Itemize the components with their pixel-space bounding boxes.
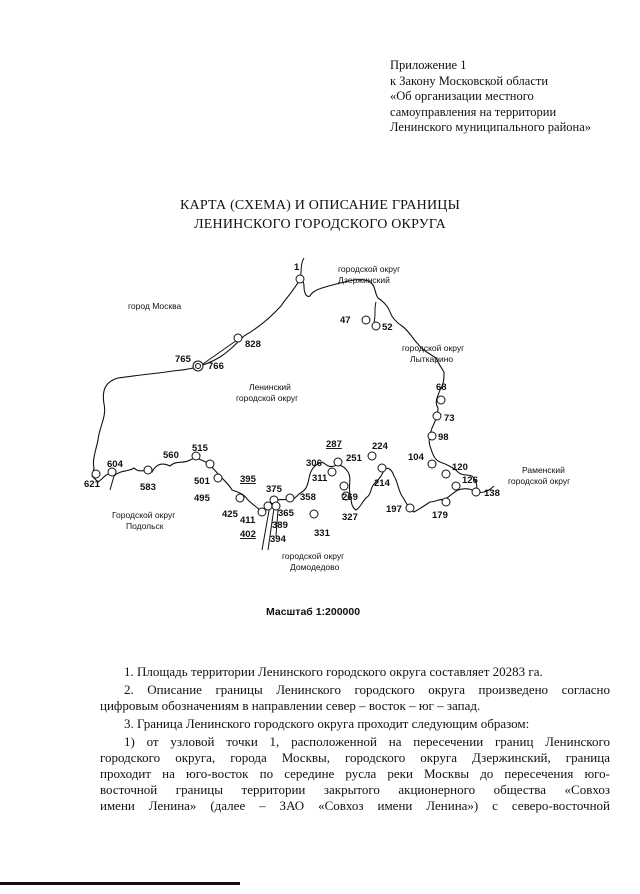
point-label: 411: [240, 515, 256, 526]
point-label: 604: [107, 459, 124, 470]
appendix-line: Ленинского муниципального района»: [390, 120, 591, 134]
point-label: 311: [312, 473, 328, 484]
point-label: 306: [306, 458, 322, 469]
boundary-branch: [373, 301, 377, 323]
point-label: 327: [342, 512, 358, 523]
appendix-line: к Закону Московской области: [390, 73, 549, 88]
point-label: 251: [346, 453, 363, 464]
paragraph-boundary-intro: 3. Граница Ленинского городского округа …: [124, 716, 530, 731]
point-label: 138: [484, 488, 500, 499]
point-label: 224: [372, 441, 389, 452]
appendix-line: «Об организации местного: [390, 89, 534, 103]
region-label-podolsk: Городской округ: [112, 510, 175, 520]
text-line: цифровым обозначениям в направлении севе…: [100, 698, 481, 713]
region-label-lytkarino: Лыткарино: [410, 354, 453, 364]
point-label: 126: [462, 475, 478, 486]
point-label: 52: [382, 322, 393, 333]
region-label-dzerzhinsky: Дзержинский: [338, 275, 390, 285]
boundary-branch: [109, 475, 115, 491]
point-label: 495: [194, 493, 211, 504]
paragraph-description: 2. Описание границы Ленинского городског…: [100, 682, 610, 714]
boundary-map: город Москва городской округ Дзержинский…: [84, 257, 570, 572]
point-label: 765: [175, 354, 192, 365]
point-label: 375: [266, 484, 283, 495]
point-label: 120: [452, 462, 468, 473]
text-line: 2. Описание границы Ленинского городског…: [124, 682, 610, 697]
text-line: восточной границы территории закрытого а…: [100, 782, 610, 797]
point-label: 389: [272, 520, 288, 531]
point-label: 47: [340, 315, 351, 326]
region-label-leninsky: Ленинский: [249, 382, 291, 392]
point-label: 179: [432, 510, 448, 521]
point-label: 515: [192, 443, 209, 454]
point-label: 197: [386, 504, 402, 515]
point-label: 621: [84, 479, 101, 490]
region-label-domodedovo: городской округ: [282, 551, 344, 561]
page-footer-rule: [0, 882, 240, 885]
text-line: имени Ленина» (далее – ЗАО «Совхоз имени…: [100, 798, 610, 813]
point-label: 583: [140, 482, 156, 493]
appendix-line: самоуправления на территории: [390, 104, 557, 119]
region-label-ramensky: Раменский: [522, 465, 565, 475]
text-line: 1) от узловой точки 1, расположенной на …: [124, 734, 610, 749]
boundary-branch: [199, 337, 241, 367]
point-label: 104: [408, 452, 425, 463]
point-label: 73: [444, 413, 455, 424]
document-title-line-1: КАРТА (СХЕМА) И ОПИСАНИЕ ГРАНИЦЫ: [180, 198, 460, 213]
point-label: 394: [270, 534, 287, 545]
point-label: 287: [326, 439, 342, 450]
point-label: 365: [278, 508, 295, 519]
point-label: 68: [436, 382, 447, 393]
point-label: 98: [438, 432, 449, 443]
region-label-ramensky: городской округ: [508, 476, 570, 486]
region-label-leninsky: городской округ: [236, 393, 298, 403]
region-label-dzerzhinsky: городской округ: [338, 264, 400, 274]
point-label: 766: [208, 361, 224, 372]
text-line: городского округа, города Москвы, городс…: [100, 750, 610, 765]
region-label-moscow: город Москва: [128, 301, 182, 311]
point-label: 358: [300, 492, 316, 503]
point-label: 214: [374, 478, 391, 489]
region-label-podolsk: Подольск: [126, 521, 164, 531]
appendix-header: Приложение 1 к Закону Московской области…: [390, 58, 630, 136]
point-label: 269: [342, 492, 358, 503]
text-line: проходит на юго-восток по середине русла…: [100, 766, 610, 781]
appendix-line: Приложение 1: [390, 58, 467, 72]
point-label: 560: [163, 450, 179, 461]
region-label-lytkarino: городской округ: [402, 343, 464, 353]
paragraph-area: 1. Площадь территории Ленинского городск…: [124, 664, 543, 679]
paragraph-boundary-segment-1: 1) от узловой точки 1, расположенной на …: [100, 734, 610, 814]
point-label: 501: [194, 476, 211, 487]
document-title-line-2: ЛЕНИНСКОГО ГОРОДСКОГО ОКРУГА: [194, 217, 446, 232]
boundary-line: [91, 278, 478, 513]
point-label: 828: [245, 339, 261, 350]
point-label: 425: [222, 509, 239, 520]
point-label: 331: [314, 528, 331, 539]
boundary-points: [91, 274, 481, 519]
point-label: 1: [294, 262, 300, 273]
point-label: 395: [240, 474, 257, 485]
point-label: 402: [240, 529, 256, 540]
boundary-branch: [261, 504, 279, 551]
region-label-domodedovo: Домодедово: [290, 562, 340, 572]
map-scale: Масштаб 1:200000: [266, 606, 361, 618]
